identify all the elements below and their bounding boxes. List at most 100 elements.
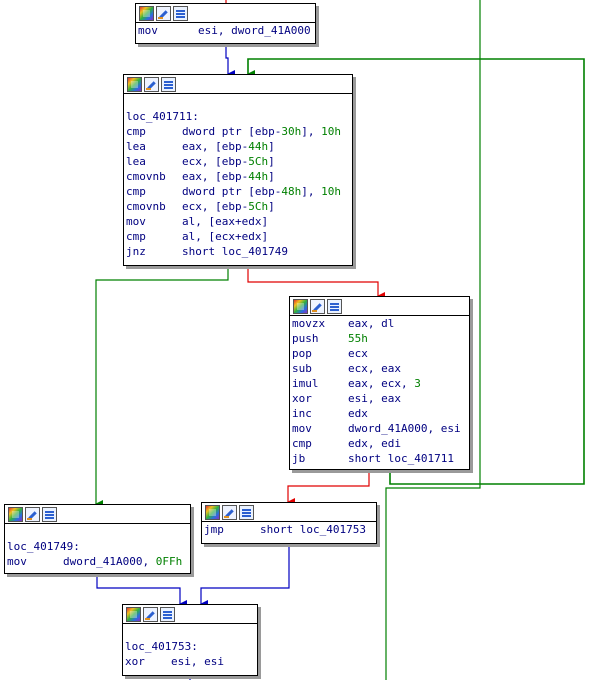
rename-icon[interactable] <box>143 606 158 622</box>
operand: ] <box>268 170 275 183</box>
instruction-line[interactable]: jb short loc_401711 <box>292 451 469 466</box>
mnemonic: lea <box>126 140 146 153</box>
graph-overview-icon[interactable] <box>173 5 188 21</box>
block-toolbar <box>5 505 190 524</box>
edge-n3-n5 <box>287 470 370 506</box>
instruction-line[interactable]: mov esi, dword_41A000 <box>138 23 315 38</box>
mnemonic: cmovnb <box>126 200 166 213</box>
block-toolbar <box>124 75 352 94</box>
operand: ], <box>301 125 322 138</box>
block-toolbar <box>136 4 315 23</box>
mnemonic: mov <box>126 215 146 228</box>
operand: eax, dl <box>348 317 395 330</box>
instruction-line[interactable]: mov al, [eax+edx] <box>126 214 352 229</box>
blank-line <box>125 624 257 639</box>
instruction-line[interactable]: mov dword_41A000, 0FFh <box>7 554 190 569</box>
graph-overview-icon[interactable] <box>327 298 342 314</box>
instruction-line[interactable]: jmp short loc_401753 <box>204 522 376 537</box>
mnemonic: mov <box>138 24 158 37</box>
operand: short loc_401753 <box>260 523 366 536</box>
graph-overview-icon[interactable] <box>42 506 57 522</box>
mnemonic: xor <box>125 655 145 668</box>
color-palette-icon[interactable] <box>8 506 23 522</box>
mnemonic: jb <box>292 452 306 465</box>
mnemonic: mov <box>7 555 27 568</box>
graph-overview-icon[interactable] <box>161 76 176 92</box>
block-toolbar <box>202 503 376 522</box>
operand: ] <box>268 200 275 213</box>
instruction-line[interactable]: lea ecx, [ebp-5Ch] <box>126 154 352 169</box>
block-loc-401749[interactable]: loc_401749:mov dword_41A000, 0FFh <box>4 504 191 574</box>
mnemonic: jmp <box>204 523 224 536</box>
operand: al, [ecx+edx] <box>182 230 269 243</box>
instruction-line[interactable]: movzx eax, dl <box>292 316 469 331</box>
operand: dword ptr [ebp- <box>182 125 282 138</box>
block-toolbar <box>123 605 257 624</box>
rename-icon[interactable] <box>156 5 171 21</box>
operand: ecx, eax <box>348 362 401 375</box>
operand: al, [eax+edx] <box>182 215 269 228</box>
code-label[interactable]: loc_401711: <box>126 110 199 123</box>
rename-icon[interactable] <box>25 506 40 522</box>
edge-green-passthrough <box>385 0 481 680</box>
mnemonic: xor <box>292 392 312 405</box>
operand: ] <box>268 155 275 168</box>
block-jmp[interactable]: jmp short loc_401753 <box>201 502 377 544</box>
mnemonic: push <box>292 332 319 345</box>
mnemonic: movzx <box>292 317 326 330</box>
operand-number: 44h <box>248 140 269 153</box>
operand: esi, eax <box>348 392 401 405</box>
mnemonic: lea <box>126 155 146 168</box>
operand: ] <box>268 140 275 153</box>
instruction-line[interactable]: cmp al, [ecx+edx] <box>126 229 352 244</box>
operand: ecx, [ebp- <box>182 155 249 168</box>
graph-overview-icon[interactable] <box>239 504 254 520</box>
instruction-line[interactable]: xor esi, eax <box>292 391 469 406</box>
color-palette-icon[interactable] <box>126 606 141 622</box>
color-palette-icon[interactable] <box>139 5 154 21</box>
operand-number: 0FFh <box>155 555 183 568</box>
operand: edx, edi <box>348 437 401 450</box>
operand: esi, dword_41A000 <box>198 24 311 37</box>
edge-n2-n3 <box>247 266 385 300</box>
rename-icon[interactable] <box>144 76 159 92</box>
mnemonic: cmp <box>126 125 146 138</box>
mnemonic: cmovnb <box>126 170 166 183</box>
operand-number: 5Ch <box>248 155 269 168</box>
rename-icon[interactable] <box>222 504 237 520</box>
mnemonic: cmp <box>126 230 146 243</box>
code-label[interactable]: loc_401753: <box>125 640 198 653</box>
block-code: jmp short loc_401753 <box>202 522 376 537</box>
blank-line <box>7 524 190 539</box>
graph-overview-icon[interactable] <box>160 606 175 622</box>
operand: eax, ecx, <box>348 377 415 390</box>
operand-number: 5Ch <box>248 200 269 213</box>
code-label[interactable]: loc_401749: <box>7 540 80 553</box>
operand: short loc_401711 <box>348 452 454 465</box>
color-palette-icon[interactable] <box>293 298 308 314</box>
instruction-line[interactable]: push 55h <box>292 331 469 346</box>
color-palette-icon[interactable] <box>127 76 142 92</box>
operand: dword_41A000, <box>63 555 156 568</box>
block-mov-esi[interactable]: mov esi, dword_41A000 <box>135 3 316 44</box>
operand-number: 55h <box>348 332 368 345</box>
color-palette-icon[interactable] <box>205 504 220 520</box>
rename-icon[interactable] <box>310 298 325 314</box>
edge-n5-n6 <box>200 544 290 608</box>
